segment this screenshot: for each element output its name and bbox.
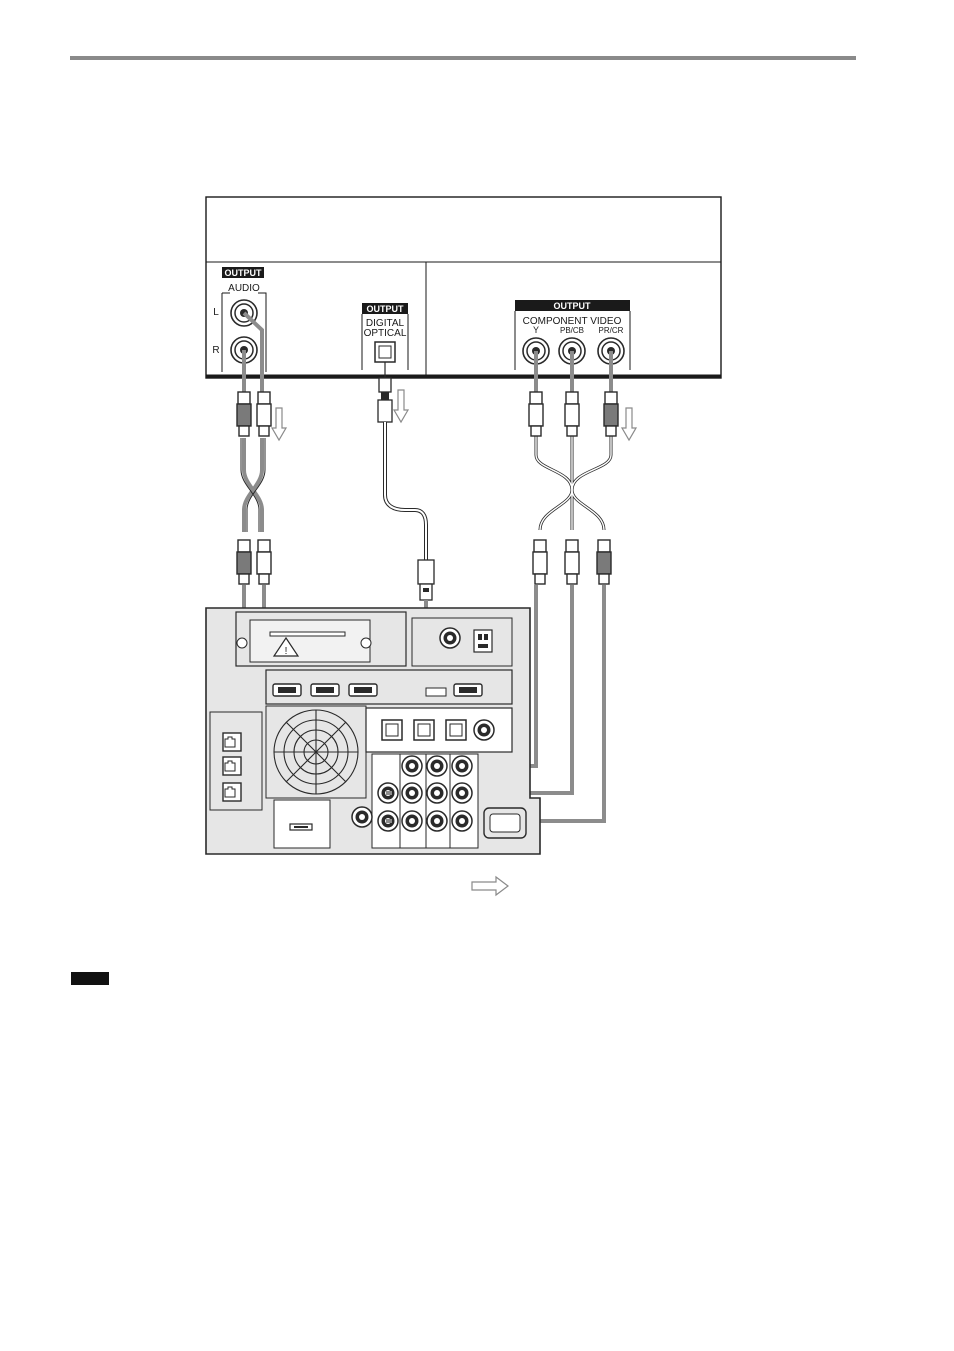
hdmi-port-icon — [311, 684, 339, 696]
rca-jack-icon — [427, 783, 447, 803]
optical-port-icon — [446, 720, 466, 740]
audio-plug-right-bottom — [257, 540, 271, 584]
audio-output-header: OUTPUT — [225, 268, 263, 278]
audio-right-label: R — [212, 345, 219, 356]
signal-flow-arrow-icon — [272, 408, 286, 440]
receiver-rear-panel: ! — [206, 608, 540, 854]
antenna-jack-icon — [440, 628, 460, 648]
component-plug-pb-top — [565, 392, 579, 436]
optical-port-icon — [414, 720, 434, 740]
component-plug-pr-bottom — [597, 540, 611, 584]
hdmi-port-icon — [349, 684, 377, 696]
digital-output-line2: OPTICAL — [364, 328, 407, 339]
coaxial-jack-icon — [474, 720, 494, 740]
audio-plug-right-top — [257, 392, 271, 436]
lan-port-icon — [223, 733, 241, 751]
fan-grille-icon — [274, 710, 358, 794]
component-plug-y-bottom — [533, 540, 547, 584]
component-pb-label: PB/CB — [560, 326, 584, 335]
component-plug-pb-bottom — [565, 540, 579, 584]
signal-flow-arrow-icon — [394, 390, 408, 422]
lan-port-icon — [223, 757, 241, 775]
audio-output-title: AUDIO — [228, 283, 260, 294]
component-output-header: OUTPUT — [554, 301, 592, 311]
rca-jack-icon — [402, 811, 422, 831]
component-plug-pr-top — [604, 392, 618, 436]
hdmi-port-icon — [273, 684, 301, 696]
rca-jack-icon — [427, 756, 447, 776]
rca-jack-icon — [402, 783, 422, 803]
audio-plug-left-top — [237, 392, 251, 436]
rca-jack-icon — [402, 756, 422, 776]
svg-text:!: ! — [285, 646, 288, 657]
digital-output-header: OUTPUT — [367, 304, 405, 314]
optical-port-icon — [382, 720, 402, 740]
hdmi-port-icon — [454, 684, 482, 696]
component-pr-label: PR/CR — [599, 326, 624, 335]
rca-jack-icon — [452, 783, 472, 803]
signal-flow-arrow-icon — [472, 877, 508, 895]
signal-flow-arrow-icon — [622, 408, 636, 440]
component-plug-y-top — [529, 392, 543, 436]
source-device — [206, 197, 721, 378]
audio-plug-left-bottom — [237, 540, 251, 584]
note-label — [71, 972, 109, 985]
lan-port-icon — [223, 783, 241, 801]
rca-jack-icon — [452, 756, 472, 776]
rca-jack-icon — [452, 811, 472, 831]
rca-jack-icon — [427, 811, 447, 831]
audio-left-label: L — [213, 307, 219, 318]
digital-optical-port-icon — [375, 342, 395, 362]
component-y-label: Y — [533, 325, 539, 335]
mini-jack-icon — [352, 807, 372, 827]
